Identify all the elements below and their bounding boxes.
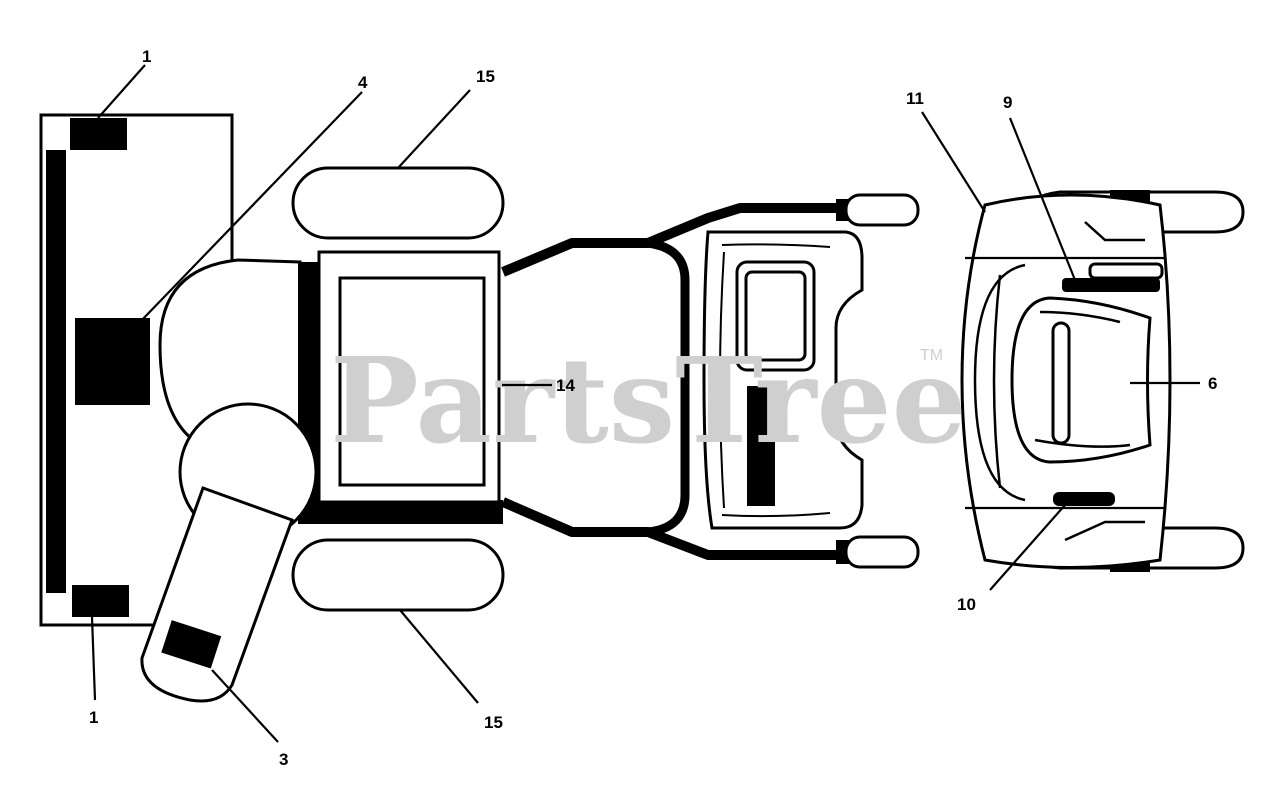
- callout-15-bottom: 15: [484, 713, 503, 732]
- decal-1-top: [70, 118, 127, 150]
- decal-10: [1053, 492, 1115, 506]
- console-decal-strip: [747, 386, 775, 506]
- callout-6: 6: [1208, 374, 1217, 393]
- engine-bottom-band: [298, 500, 503, 524]
- leader-15-top: [397, 89, 471, 169]
- watermark-text: PartsTree: [330, 331, 967, 470]
- leader-15-bottom: [399, 609, 479, 704]
- leader-11: [921, 111, 986, 213]
- callout-10: 10: [957, 595, 976, 614]
- dash-slot: [1051, 321, 1071, 445]
- decal-4: [75, 318, 150, 405]
- decal-9: [1062, 278, 1160, 292]
- callout-labels: 1 1 3 4 6 9 10 11 14 15 15: [89, 47, 1217, 769]
- handle-dash-rear-view: [960, 190, 1245, 572]
- decal-9-frame: [1088, 262, 1164, 280]
- callout-1-top: 1: [142, 47, 151, 66]
- leader-3: [211, 669, 279, 743]
- inner-clamp-top: [1084, 221, 1145, 242]
- callout-14: 14: [556, 376, 575, 395]
- handle-grip-bottom: [844, 535, 920, 569]
- leader-10: [989, 504, 1066, 591]
- console-panel-inner: [744, 270, 807, 362]
- housing-side-strip: [46, 150, 66, 593]
- dash-panel-inner: [1039, 310, 1121, 324]
- frame-outline: [501, 203, 838, 277]
- engine-top-plate: [317, 250, 501, 504]
- frame-outline-lower: [501, 497, 838, 560]
- watermark-trademark: TM: [920, 347, 943, 364]
- console-panel-outer: [735, 260, 816, 372]
- leader-1-top: [97, 64, 146, 119]
- decal-3: [161, 620, 222, 669]
- leader-9: [1008, 117, 1077, 281]
- dash-side-left-inner: [992, 274, 1002, 489]
- snow-thrower-top-view: [39, 113, 920, 703]
- callout-3: 3: [279, 750, 288, 769]
- leader-lines: [90, 64, 1200, 743]
- frame-inner: [647, 238, 690, 537]
- leader-1-bottom: [90, 616, 97, 701]
- dash-panel: [1010, 296, 1152, 464]
- handle-grip-top: [844, 193, 920, 227]
- chute-base: [158, 258, 302, 447]
- callout-9: 9: [1003, 93, 1012, 112]
- console-inner-line-bottom: [721, 512, 831, 518]
- dash-inner-curve: [1034, 438, 1131, 448]
- leader-4: [139, 91, 363, 323]
- console-inner-line-top: [721, 243, 831, 248]
- tire-top: [291, 166, 505, 240]
- tire-bottom: [291, 538, 505, 612]
- inner-clamp-bottom: [1064, 520, 1145, 542]
- callout-4: 4: [358, 73, 368, 92]
- console-inner-edge: [719, 251, 725, 509]
- callout-11: 11: [906, 89, 924, 108]
- engine-top-inner: [338, 276, 486, 487]
- callout-1-bottom: 1: [89, 708, 98, 727]
- callout-15-top: 15: [476, 67, 495, 86]
- decal-1-bottom: [72, 585, 129, 617]
